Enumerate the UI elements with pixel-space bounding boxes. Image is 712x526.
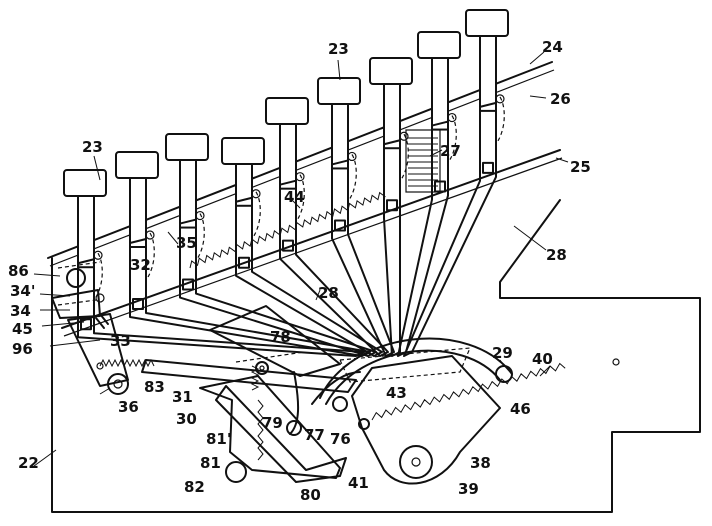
label-81: 81	[200, 454, 221, 472]
label-77: 77	[304, 426, 325, 444]
key-cap[interactable]	[115, 151, 159, 179]
lever-pivot	[182, 278, 194, 291]
lever-spring-hook	[497, 96, 505, 142]
label-27: 27	[440, 142, 461, 160]
key-stem	[383, 83, 401, 150]
label-43: 43	[386, 384, 407, 402]
key-stem	[331, 103, 349, 170]
label-41: 41	[348, 474, 369, 492]
label-32: 32	[130, 256, 151, 274]
label-86: 86	[8, 262, 29, 280]
spring-anchor	[612, 358, 620, 366]
label-33: 33	[110, 332, 131, 350]
lever-pivot	[80, 318, 92, 331]
key-cap[interactable]	[265, 97, 309, 125]
label-39: 39	[458, 480, 479, 498]
lever-pin	[93, 250, 103, 260]
label-35: 35	[176, 234, 197, 252]
lever-spring-hook	[253, 191, 261, 237]
key-stem	[77, 195, 95, 269]
lever-spring-hook	[401, 133, 409, 179]
lever-pivot	[334, 219, 346, 232]
lever-spring-hook	[197, 213, 205, 258]
key-lever	[77, 258, 365, 357]
label-25: 25	[570, 158, 591, 176]
left-bracket	[51, 261, 129, 395]
key-stem	[179, 159, 197, 229]
lever-pin	[295, 172, 305, 182]
key-stem	[479, 35, 497, 112]
label-96: 96	[12, 340, 33, 358]
lever-38	[351, 355, 501, 485]
key-lever	[279, 179, 389, 357]
lever-pin	[495, 94, 505, 104]
key-cap[interactable]	[63, 169, 107, 197]
label-45: 45	[12, 320, 33, 338]
lever-spring-hook	[297, 174, 305, 219]
lever-pivot	[132, 298, 144, 310]
lever-pivot	[482, 161, 494, 174]
key-cap[interactable]	[165, 133, 209, 161]
label-30: 30	[176, 410, 197, 428]
label-34: 34	[10, 302, 31, 320]
label-76: 76	[330, 430, 351, 448]
segment	[311, 337, 513, 430]
reference-labels: 23 23 24 26 27 25 28 28 44 35 86 34' 34 …	[8, 38, 591, 504]
lever-pin	[195, 210, 205, 221]
label-82: 82	[184, 478, 205, 496]
lever-spring-hook	[349, 154, 357, 199]
label-79: 79	[262, 414, 283, 432]
label-22: 22	[18, 454, 39, 472]
spring-44	[189, 191, 386, 269]
key-cap[interactable]	[317, 77, 361, 105]
lever-pivot	[386, 199, 398, 212]
label-28-right: 28	[546, 246, 567, 264]
lever-pivot	[238, 256, 250, 269]
label-29: 29	[492, 344, 513, 362]
key-cap[interactable]	[465, 9, 509, 37]
lever-spring-hook	[449, 115, 457, 160]
spring-40	[371, 362, 566, 421]
key-stem	[129, 177, 147, 248]
label-81-prime: 81'	[206, 430, 231, 448]
label-36: 36	[118, 398, 139, 416]
label-46: 46	[510, 400, 531, 418]
lever-pin	[145, 230, 155, 240]
label-40: 40	[532, 350, 553, 368]
key-lever	[235, 196, 383, 357]
lever-pivot	[282, 239, 294, 252]
label-26: 26	[550, 90, 571, 108]
leader-lines	[33, 51, 569, 467]
spring-27	[405, 129, 441, 193]
lever-pin	[251, 189, 261, 199]
lever-pin	[347, 151, 357, 162]
key-row	[63, 9, 509, 269]
key-lever	[403, 101, 497, 357]
key-cap[interactable]	[369, 57, 413, 85]
key-lever	[331, 159, 395, 357]
key-lever	[383, 139, 401, 357]
key-stem	[279, 123, 297, 190]
key-cap[interactable]	[417, 31, 461, 59]
label-23-top: 23	[328, 40, 349, 58]
label-83: 83	[144, 378, 165, 396]
label-28-mid: 28	[318, 284, 339, 302]
key-cap[interactable]	[221, 137, 265, 165]
label-34-prime: 34'	[10, 282, 35, 300]
label-31: 31	[172, 388, 193, 406]
key-stem	[431, 57, 449, 131]
base-plate	[51, 199, 701, 513]
label-78: 78	[270, 328, 291, 346]
lever-spring-hook	[147, 232, 155, 278]
label-80: 80	[300, 486, 321, 504]
label-44: 44	[284, 188, 305, 206]
label-38: 38	[470, 454, 491, 472]
lever-pin	[399, 131, 409, 141]
lever-spring-hook	[95, 252, 103, 298]
central-linkage	[141, 305, 357, 483]
label-23-left: 23	[82, 138, 103, 156]
label-24: 24	[542, 38, 563, 56]
lever-pin	[447, 112, 457, 123]
